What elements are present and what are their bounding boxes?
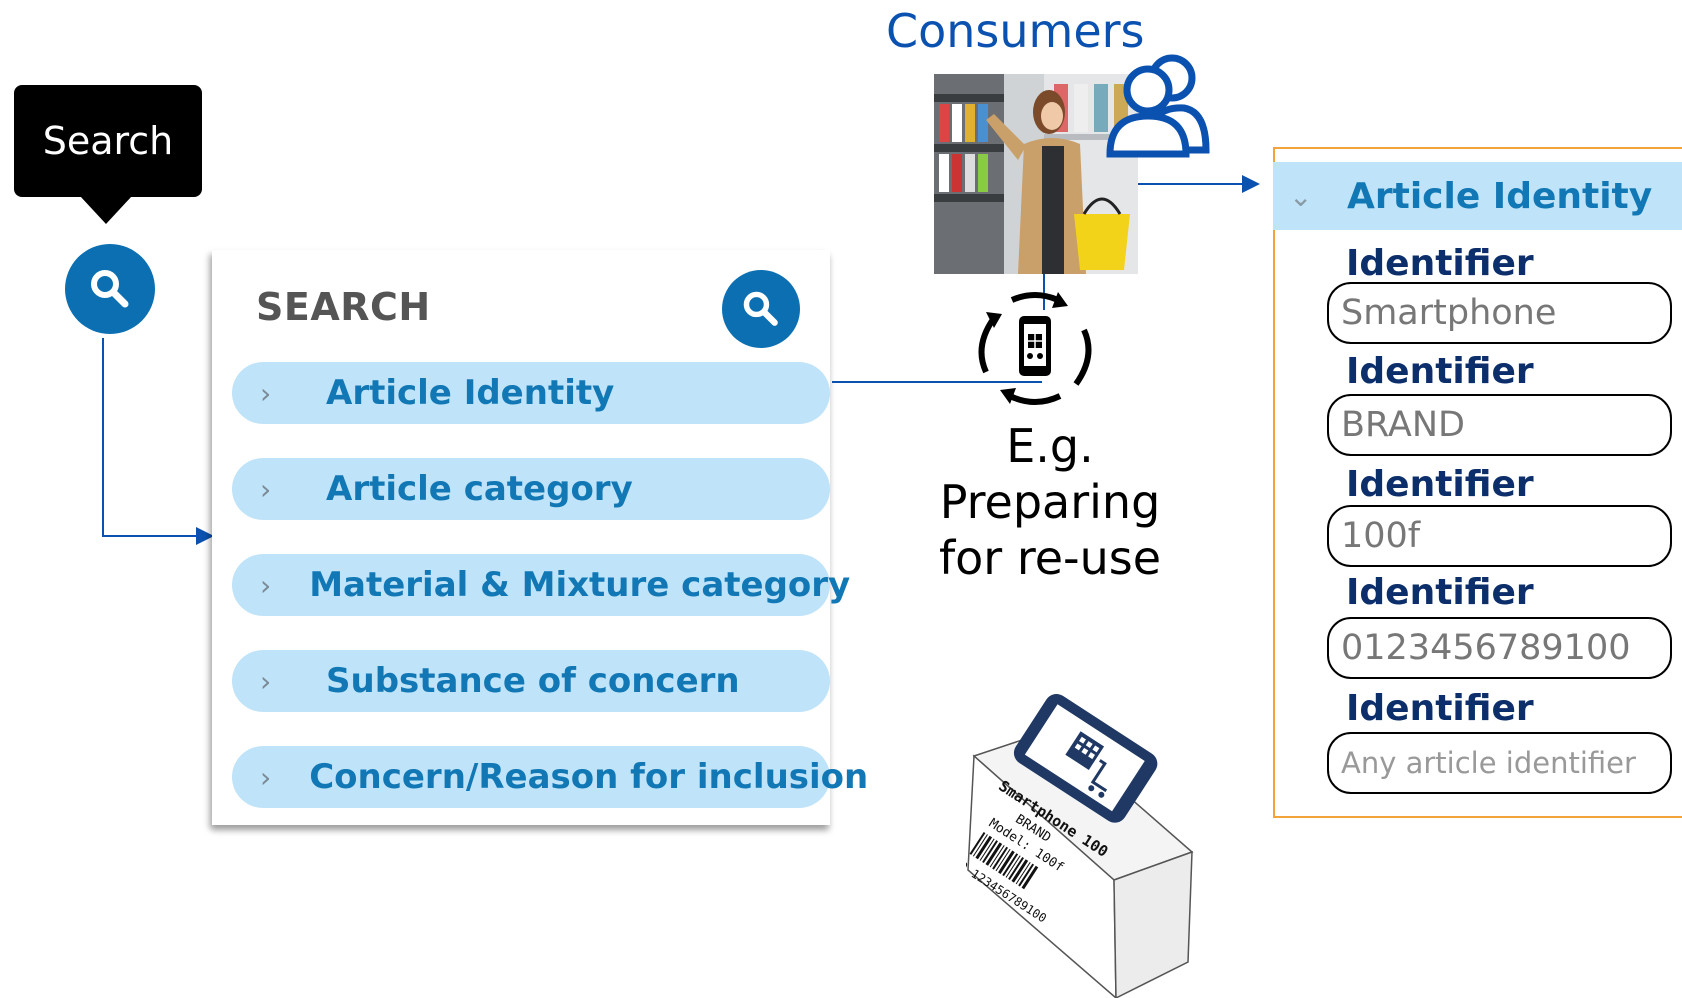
arrow-right-icon <box>196 527 214 545</box>
consumers-title: Consumers <box>886 4 1145 58</box>
chevron-down-icon: ⌄ <box>1289 179 1313 213</box>
accordion-article-identity[interactable]: › Article Identity <box>232 362 830 424</box>
accordion-article-category[interactable]: › Article category <box>232 458 830 520</box>
accordion-label: Article Identity <box>326 373 615 413</box>
accordion-label: Article category <box>326 469 633 509</box>
chevron-right-icon: › <box>260 760 272 794</box>
arrow-right-icon <box>1242 175 1260 193</box>
article-identity-panel <box>1273 147 1682 818</box>
example-text: E.g. Preparing for re-use <box>900 418 1200 586</box>
identifier-field[interactable]: BRAND <box>1327 394 1672 456</box>
reuse-cycle-icon <box>978 292 1092 405</box>
accordion-label: Substance of concern <box>326 661 740 701</box>
accordion-material-mixture-category[interactable]: › Material & Mixture category <box>232 554 850 616</box>
example-line-2: Preparing <box>939 475 1161 529</box>
identifier-label: Identifier <box>1346 464 1534 505</box>
example-line-1: E.g. <box>1006 419 1094 473</box>
search-icon <box>743 291 778 326</box>
accordion-substance-of-concern[interactable]: › Substance of concern <box>232 650 830 712</box>
accordion-label: Material & Mixture category <box>309 565 851 605</box>
identifier-label: Identifier <box>1346 688 1534 729</box>
identifier-field[interactable]: Any article identifier <box>1327 732 1672 794</box>
chevron-right-icon: › <box>260 568 272 602</box>
connector-line <box>1043 274 1045 310</box>
consumer-photo <box>934 74 1138 274</box>
search-panel <box>212 250 830 825</box>
chevron-right-icon: › <box>260 376 272 410</box>
identifier-label: Identifier <box>1346 572 1534 613</box>
barcode <box>969 831 1039 890</box>
chevron-right-icon: › <box>260 472 272 506</box>
search-tooltip: Search <box>14 85 202 197</box>
tooltip-text: Search <box>42 119 174 163</box>
identifier-label: Identifier <box>1346 243 1534 284</box>
accordion-label: Concern/Reason for inclusion <box>309 757 869 797</box>
chevron-right-icon: › <box>260 664 272 698</box>
panel-title: SEARCH <box>256 285 431 329</box>
users-icon <box>1106 54 1210 158</box>
search-icon <box>91 270 129 308</box>
product-box: Smartphone 100 BRAND Model: 100f EAN: 0 … <box>966 694 1194 998</box>
connector-line <box>102 535 200 537</box>
tooltip-arrow <box>80 196 132 224</box>
article-identity-header[interactable]: ⌄ Article Identity <box>1273 162 1682 230</box>
identifier-field[interactable]: 0123456789100 <box>1327 617 1672 679</box>
connector-line <box>102 338 104 536</box>
identifier-label: Identifier <box>1346 351 1534 392</box>
identifier-field[interactable]: 100f <box>1327 505 1672 567</box>
search-button[interactable] <box>65 244 155 334</box>
panel-search-button[interactable] <box>722 270 800 348</box>
connector-line <box>1138 183 1246 185</box>
identifier-field[interactable]: Smartphone <box>1327 282 1672 344</box>
connector-line <box>832 381 1042 383</box>
article-identity-header-label: Article Identity <box>1347 175 1653 217</box>
example-line-3: for re-use <box>938 531 1162 585</box>
accordion-concern-reason[interactable]: › Concern/Reason for inclusion <box>232 746 868 808</box>
